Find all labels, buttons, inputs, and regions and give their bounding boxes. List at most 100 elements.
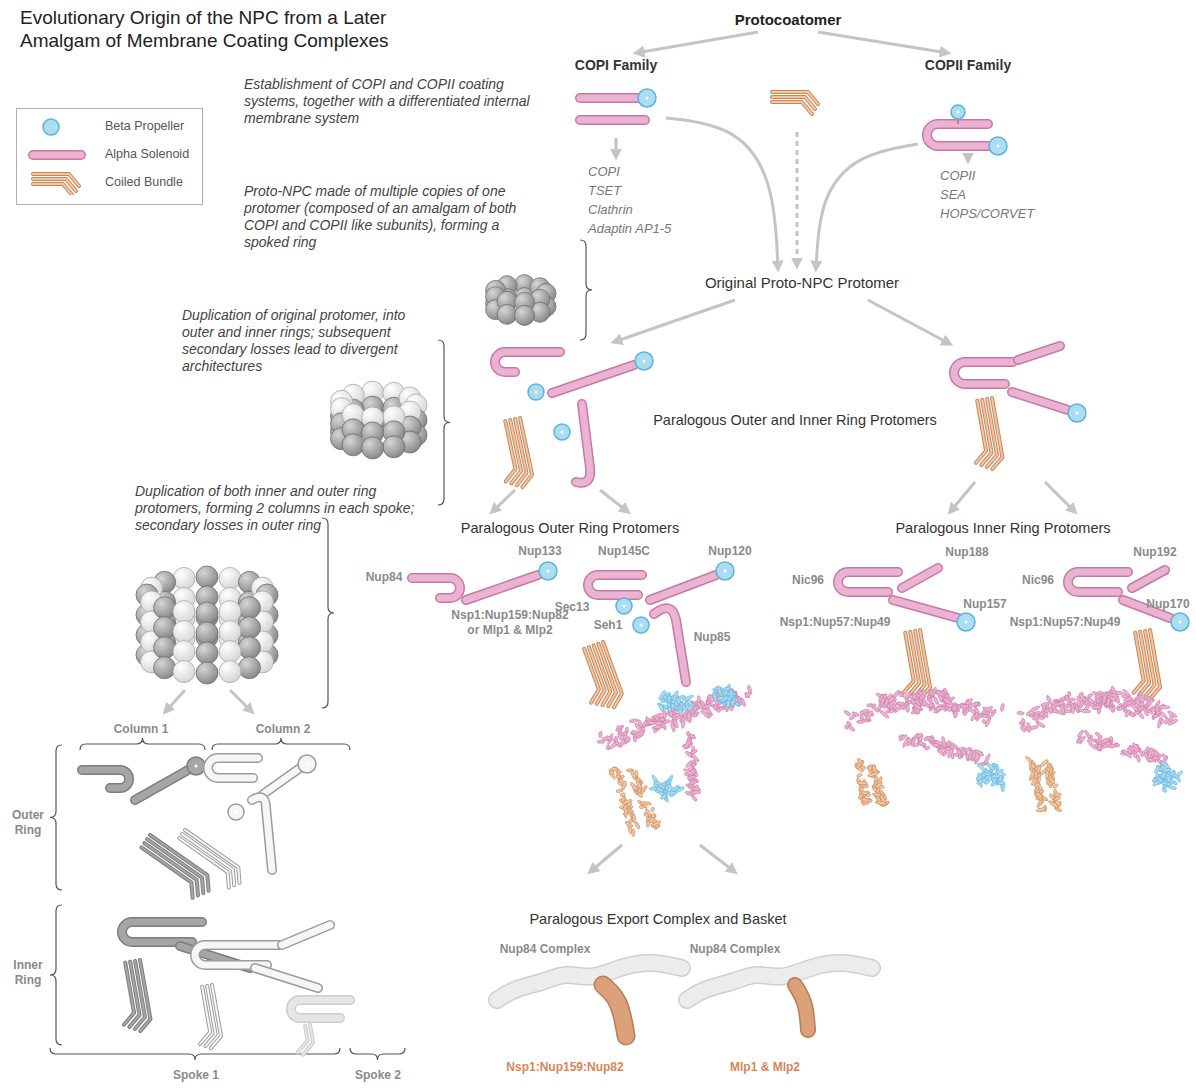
protomer-heading: Original Proto-NPC Protomer xyxy=(703,273,901,293)
flow-arrow xyxy=(796,132,799,266)
helix xyxy=(1029,705,1041,713)
node-text: TSET xyxy=(588,181,671,200)
family-group: COPII Family xyxy=(918,56,1018,156)
alpha-solenoid-outline xyxy=(580,115,645,125)
coiled-bundle xyxy=(494,418,535,490)
alpha-solenoid-outline xyxy=(252,797,272,870)
helix xyxy=(958,705,961,710)
helix xyxy=(670,703,676,710)
helix xyxy=(935,706,947,710)
helix xyxy=(979,713,988,717)
protein-label: Nup84 Complex xyxy=(690,942,781,957)
helix xyxy=(1071,707,1075,714)
coiled-bundle xyxy=(293,1025,315,1056)
helix xyxy=(616,774,621,779)
helix xyxy=(660,699,665,703)
propeller-pore xyxy=(957,111,960,114)
node-text: Protocoatomer xyxy=(735,10,842,29)
helix xyxy=(1078,692,1086,702)
helix xyxy=(625,736,631,743)
helix xyxy=(871,703,876,708)
helix xyxy=(688,779,698,786)
helix xyxy=(1092,705,1101,709)
helix xyxy=(976,762,986,772)
helix xyxy=(875,801,886,805)
protein-label: Seh1 xyxy=(594,618,623,633)
propeller-pore xyxy=(235,811,238,814)
coil-outline xyxy=(33,184,73,195)
alpha-solenoid xyxy=(654,608,686,682)
helix xyxy=(924,746,930,751)
subcomplex-label: Nsp1:Nup159:Nup82 xyxy=(506,1060,623,1075)
protomer-sphere xyxy=(173,641,195,663)
alpha-solenoid-outline xyxy=(122,922,202,942)
protein-label: Nup84 xyxy=(366,570,403,585)
flow-arrow xyxy=(590,845,622,872)
helix xyxy=(962,709,967,716)
helix xyxy=(984,705,993,713)
helix xyxy=(987,774,992,781)
protein-label: Nic96 xyxy=(1022,573,1054,588)
propeller-pore xyxy=(535,391,538,394)
helix xyxy=(974,749,984,757)
helix xyxy=(634,729,646,738)
legend-text: Alpha Solenoid xyxy=(105,147,189,161)
annotation-note: Establishment of COPI and COPII coating … xyxy=(244,76,549,127)
protomer-sphere xyxy=(173,661,195,683)
helix xyxy=(1051,700,1063,706)
flow-arrow xyxy=(600,490,628,512)
protein-label: Nup85 xyxy=(694,630,731,645)
protein-label: Nup170 xyxy=(1146,597,1189,612)
helix xyxy=(857,757,864,764)
helix xyxy=(880,697,885,705)
protein-label: Nup192 xyxy=(1133,545,1176,560)
helix xyxy=(968,702,979,709)
alpha-solenoid-outline xyxy=(588,575,642,595)
helix xyxy=(1147,698,1154,707)
figure-title: Evolutionary Origin of the NPC from a La… xyxy=(20,6,465,52)
stage-heading: Paralogous Outer Ring Protomers xyxy=(461,519,679,537)
coil xyxy=(190,987,212,1044)
protomer-sphere xyxy=(196,642,218,664)
curly-brace xyxy=(580,240,592,340)
beta-propeller xyxy=(1068,404,1086,422)
legend-row: Alpha Solenoid xyxy=(17,142,202,168)
protein-label: Nup133 xyxy=(518,544,561,559)
protein-label: Nsp1:Nup57:Nup49 xyxy=(780,615,891,630)
helix xyxy=(650,820,661,828)
protomer-sphere xyxy=(173,621,195,643)
helix xyxy=(1129,712,1136,717)
helix xyxy=(744,691,751,698)
helix xyxy=(691,746,695,752)
alpha-solenoid-outline xyxy=(580,93,638,103)
protomer-sphere xyxy=(196,662,218,684)
helix xyxy=(630,769,637,780)
annotation-note: Duplication of both inner and outer ring… xyxy=(135,483,420,534)
helix xyxy=(1048,800,1060,809)
beta-propeller xyxy=(951,105,965,119)
alpha-solenoid xyxy=(466,575,538,600)
protomer-sphere xyxy=(219,641,241,663)
helix xyxy=(857,781,868,785)
helix xyxy=(1087,697,1095,705)
protein-label: Outer Ring xyxy=(3,808,53,838)
flow-arrow xyxy=(165,690,185,712)
helix xyxy=(643,812,649,817)
alpha-solenoid-outline xyxy=(650,575,716,600)
helix xyxy=(889,708,895,713)
protomer-sphere xyxy=(173,567,195,589)
helix xyxy=(619,738,627,748)
legend-box: Beta PropellerAlpha SolenoidCoiled Bundl… xyxy=(16,108,203,205)
alpha-solenoid xyxy=(902,568,938,588)
helix xyxy=(1057,701,1065,706)
helix xyxy=(736,702,742,706)
helix xyxy=(660,793,668,800)
propeller-pore xyxy=(643,360,646,363)
node-text: Clathrin xyxy=(588,200,671,219)
coil-outline xyxy=(573,649,602,703)
helix xyxy=(1046,695,1053,704)
helix xyxy=(906,737,912,744)
coil-outline xyxy=(135,847,200,898)
helix xyxy=(1067,691,1071,696)
propeller-pore xyxy=(195,765,198,768)
